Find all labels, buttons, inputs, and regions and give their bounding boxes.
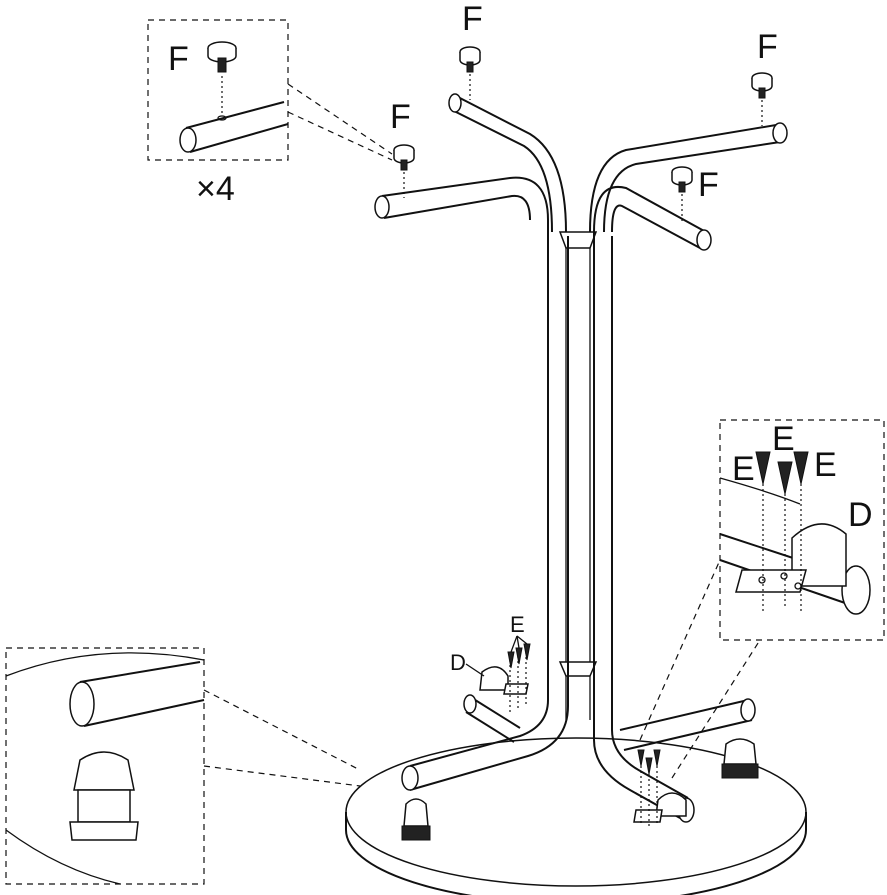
inset-label-d: D [848, 496, 873, 534]
upper-arm-back-left [448, 93, 567, 233]
foot-pad-3 [751, 72, 773, 126]
bracket-right [633, 559, 761, 826]
upper-arm-left [374, 176, 549, 232]
lower-left-leg [401, 230, 569, 791]
inset-label-e-right: E [814, 446, 837, 484]
center-column [558, 231, 598, 720]
label-e-main: E [510, 612, 525, 637]
inset-foot-pad [147, 19, 393, 161]
foot-pad-2 [393, 144, 415, 198]
inset-label-f: F [168, 40, 189, 78]
inset-label-e-top: E [772, 420, 795, 458]
inset-bracket [719, 419, 885, 641]
foot-pad-1 [459, 46, 481, 100]
base-clip-right [721, 738, 759, 779]
label-f-left: F [390, 98, 411, 136]
quantity-label: ×4 [196, 170, 235, 208]
base-clip-left [401, 798, 431, 841]
lower-front-leg [593, 230, 695, 823]
upper-arm-back-right [589, 122, 788, 233]
inset-label-e-left: E [732, 450, 755, 488]
label-f-front: F [698, 166, 719, 204]
lower-right-leg [619, 698, 756, 751]
foot-pad-4 [671, 166, 693, 222]
lower-back-leg [463, 694, 521, 743]
label-f-right: F [757, 28, 778, 66]
bracket-left [479, 635, 531, 712]
label-f-top: F [462, 0, 483, 38]
upper-arm-front-right [593, 185, 712, 251]
label-d-main: D [450, 650, 466, 675]
inset-clip [5, 647, 361, 885]
